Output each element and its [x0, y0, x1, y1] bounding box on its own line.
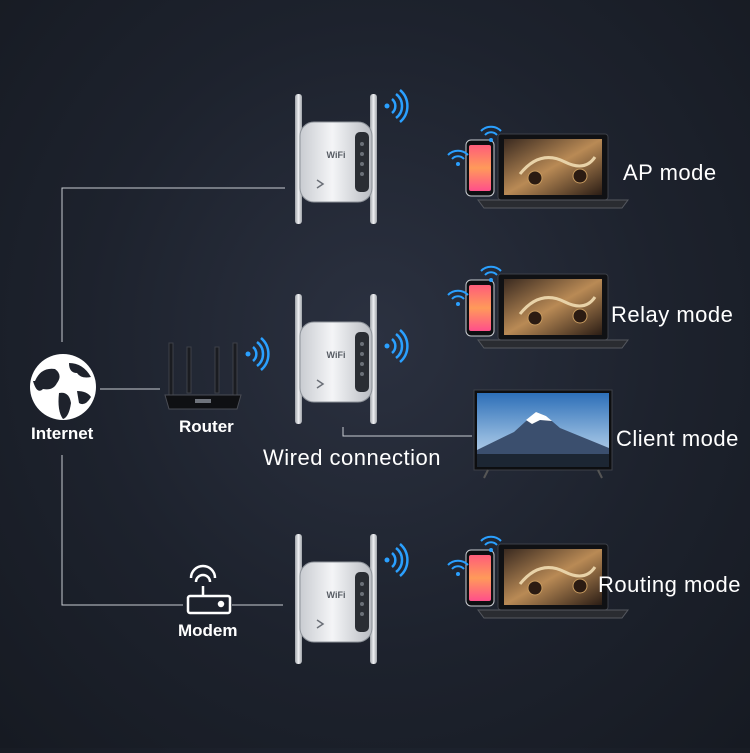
extender-badge-relay: WiFi [327, 350, 346, 360]
modem-icon [186, 564, 232, 615]
client-devices-ap [464, 132, 630, 210]
phone-wifi-icon-routing [447, 559, 469, 577]
routing-mode-label: Routing mode [598, 572, 741, 597]
extender-ap-wifi-icon [383, 88, 409, 124]
extender-badge-routing: WiFi [327, 590, 346, 600]
tv-icon [473, 389, 613, 479]
wired-connection-label: Wired connection [263, 445, 441, 470]
extender-relay-wifi-icon [383, 328, 409, 364]
client-devices-relay [464, 272, 630, 350]
globe-icon [30, 354, 96, 420]
extender-routing-wifi-icon [383, 542, 409, 578]
relay-mode-label: Relay mode [611, 302, 734, 327]
router-wifi-icon [244, 336, 270, 372]
internet-label: Internet [31, 424, 94, 443]
client-mode-label: Client mode [616, 426, 739, 451]
phone-wifi-icon-relay [447, 289, 469, 307]
wired-lines [61, 187, 472, 606]
ap-mode-label: AP mode [623, 160, 717, 185]
phone-wifi-icon-ap [447, 149, 469, 167]
extender-badge-ap: WiFi [327, 150, 346, 160]
modem-label: Modem [178, 621, 238, 640]
router-icon [164, 342, 242, 410]
router-label: Router [179, 417, 234, 436]
